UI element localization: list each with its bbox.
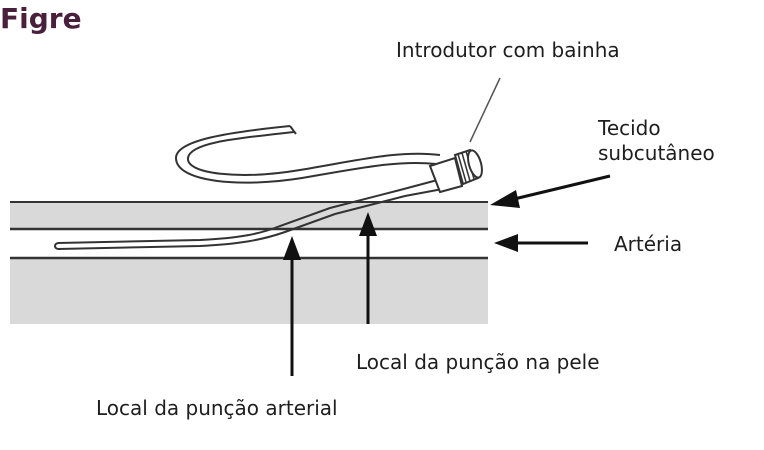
sheath-hub [428, 148, 483, 194]
sheath-shaft [57, 177, 446, 244]
arterial-puncture-label: Local da punção arterial [96, 396, 338, 420]
artery-arrow [494, 234, 588, 252]
figure-title: Figre [0, 2, 82, 35]
skin-puncture-label: Local da punção na pele [356, 350, 600, 374]
side-tube-inner [174, 125, 437, 184]
side-tube [187, 131, 441, 176]
arterial-puncture-arrow [283, 236, 301, 376]
sheath-shaft-lower [57, 187, 449, 250]
tissue-label-line1: Tecido [598, 116, 661, 140]
skin-puncture-arrow [359, 212, 377, 324]
subcutaneous-tissue-layer [10, 202, 488, 229]
tissue-arrow [490, 174, 611, 208]
artery-label: Artéria [614, 232, 683, 256]
introducer-label: Introdutor com bainha [396, 38, 620, 62]
introducer-leader [469, 77, 501, 143]
deep-tissue-layer [10, 258, 488, 324]
tissue-label-line2: subcutâneo [598, 141, 715, 165]
